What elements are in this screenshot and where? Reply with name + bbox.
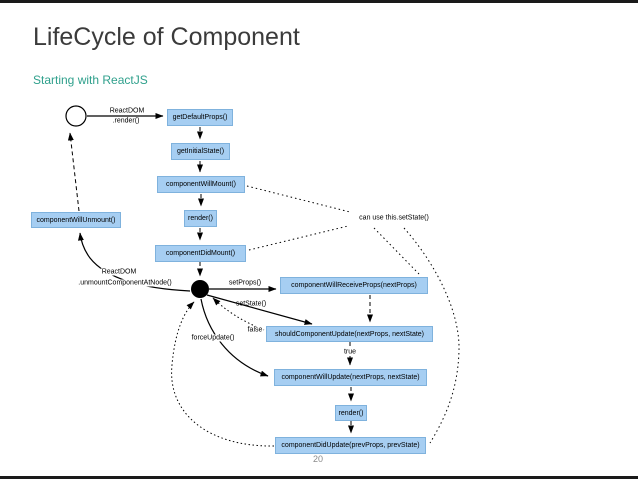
label-setstate: setState(): [235, 300, 267, 308]
node-render-2: render(): [335, 405, 367, 421]
edge-willunmount-start: [67, 132, 80, 212]
start-state-node: [65, 105, 87, 127]
node-component-did-update: componentDidUpdate(prevProps, prevState): [275, 437, 426, 454]
annotation-link-receiveprops: [373, 227, 420, 275]
node-render-1: render(): [184, 210, 217, 227]
label-setprops: setProps(): [228, 279, 262, 287]
node-get-initial-state: getInitialState(): [171, 143, 230, 160]
page-title: LifeCycle of Component: [33, 23, 300, 51]
edge-didupdate-return: [171, 301, 275, 447]
page-number: 20: [312, 454, 324, 464]
page-subtitle: Starting with ReactJS: [33, 73, 148, 87]
label-reactdom-unmount-line2: .unmountComponentAtNode(): [77, 279, 173, 287]
node-should-component-update: shouldComponentUpdate(nextProps, nextSta…: [266, 326, 433, 342]
annotation-link-willmount: [246, 185, 351, 213]
label-true: true: [342, 348, 358, 356]
node-component-will-update: componentWillUpdate(nextProps, nextState…: [274, 369, 427, 386]
label-reactdom-render-line1: ReactDOM: [109, 107, 145, 115]
node-component-did-mount: componentDidMount(): [155, 245, 246, 262]
node-component-will-receive-props: componentWillReceiveProps(nextProps): [280, 277, 428, 294]
annotation-link-didmount: [248, 225, 349, 251]
edge-forceupdate: [200, 298, 269, 377]
label-reactdom-render-line2: .render(): [112, 117, 140, 125]
label-false: false: [246, 326, 264, 334]
slide-top-border: [0, 0, 638, 3]
edge-unmount-curve: [77, 232, 191, 292]
node-component-will-unmount: componentWillUnmount(): [31, 212, 121, 228]
edge-false-return: [212, 297, 265, 331]
node-get-default-props: getDefaultProps(): [167, 109, 233, 126]
edge-setstate: [206, 294, 313, 325]
label-forceupdate: forceUpdate(): [190, 334, 236, 342]
mounted-state-node: [191, 280, 209, 298]
label-can-use-setstate: can use this.setState(): [359, 214, 429, 222]
label-reactdom-unmount-line1: ReactDOM: [100, 268, 138, 276]
node-component-will-mount: componentWillMount(): [157, 176, 245, 193]
slide-bottom-border: [0, 476, 638, 479]
